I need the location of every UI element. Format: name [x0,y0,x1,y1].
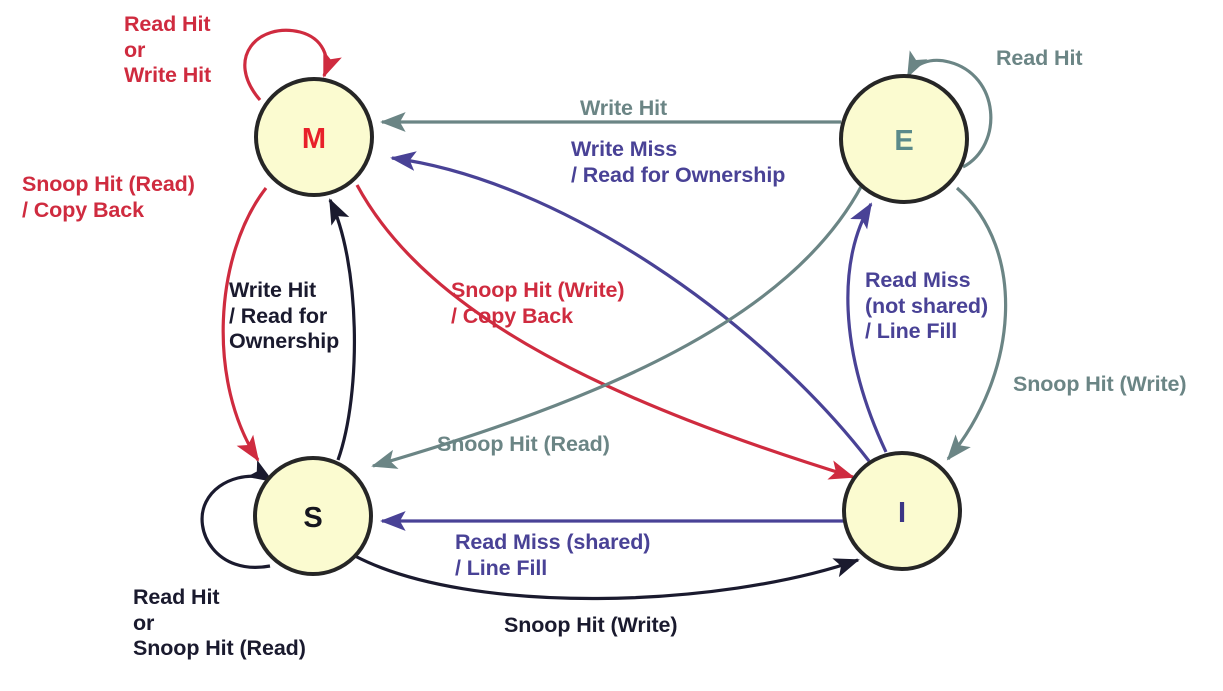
edge-label-i-to-s: Read Miss (shared) / Line Fill [455,530,651,580]
edge-i-to-e [846,202,888,453]
edge-label-e-self: Read Hit [996,46,1083,70]
edge-label-e-to-i: Snoop Hit (Write) [1013,372,1187,396]
edge-label-m-to-s: Snoop Hit (Read) / Copy Back [22,172,195,222]
edge-s-to-i [354,554,860,601]
edge-s-to-m [328,198,357,461]
state-node-s[interactable]: S [253,456,373,576]
edge-m-self [243,28,342,102]
edge-label-s-to-m: Write Hit / Read for Ownership [229,278,340,353]
state-label-i: I [898,497,906,529]
state-node-i[interactable]: I [842,451,962,571]
edge-e-to-s [371,184,864,469]
edge-label-s-to-i: Snoop Hit (Write) [504,613,678,637]
edge-label-s-self: Read Hit or Snoop Hit (Read) [133,585,306,660]
edge-label-i-to-e: Read Miss (not shared) / Line Fill [865,268,989,343]
state-label-s: S [303,502,322,534]
edge-label-m-self: Read Hit or Write Hit [124,12,212,87]
state-label-m: M [302,123,326,155]
edge-label-i-to-m: Write Miss / Read for Ownership [571,137,786,187]
edge-i-to-m [390,151,871,462]
edge-label-e-to-s: Snoop Hit (Read) [437,432,610,456]
edge-e-to-i [946,186,1008,461]
edge-m-to-s [221,187,268,462]
edge-s-self [200,460,274,569]
state-node-e[interactable]: E [839,74,969,204]
state-node-m[interactable]: M [254,77,374,197]
state-label-e: E [894,125,913,157]
edge-m-to-i [355,184,855,480]
edge-label-e-to-m: Write Hit [580,96,668,120]
edge-e-self [906,50,993,169]
edge-label-m-to-i: Snoop Hit (Write) / Copy Back [451,278,625,328]
